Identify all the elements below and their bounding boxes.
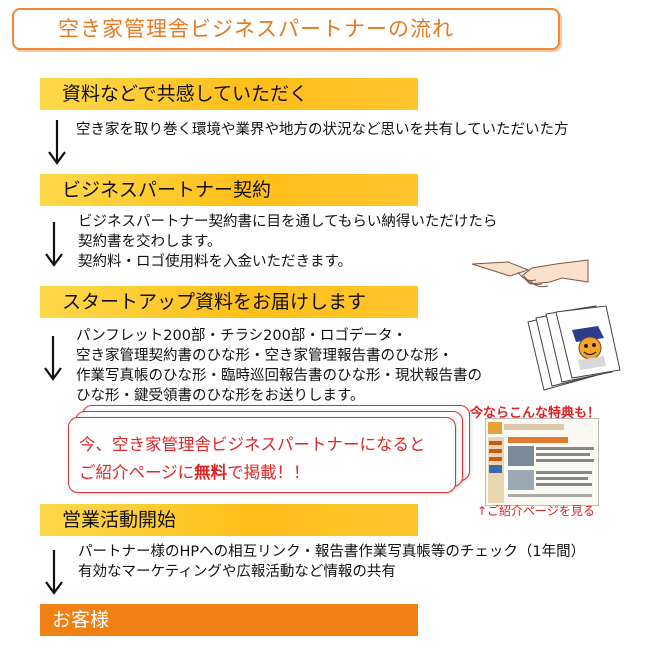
step-1-label: 資料などで共感していただく — [62, 83, 309, 105]
promo-panel: 今、空き家管理舎ビジネスパートナーになると ご紹介ページに無料で掲載！！ — [68, 405, 470, 495]
step-2-bar: ビジネスパートナー契約 — [40, 174, 418, 206]
down-arrow-icon — [45, 550, 63, 595]
step-4-label: 営業活動開始 — [62, 509, 177, 531]
handshake-icon — [471, 259, 589, 288]
step-5-bar: お客様 — [40, 604, 418, 636]
step-3-label: スタートアップ資料をお届けします — [62, 291, 367, 313]
promo-line-2: ご紹介ページに無料で掲載！！ — [79, 463, 310, 482]
webpage-thumbnail-graphic — [486, 419, 598, 505]
down-arrow-icon — [48, 120, 66, 165]
page-title: 空き家管理舎ビジネスパートナーの流れ — [58, 17, 454, 41]
step-1-description: 空き家を取り巻く環境や業界や地方の状況など思いを共有していただいた方 — [76, 122, 569, 138]
step-3-bar: スタートアップ資料をお届けします — [40, 286, 418, 318]
view-intro-page-link[interactable]: ↑ご紹介ページを見る — [477, 504, 595, 518]
promo-free-text: 無料 — [194, 463, 228, 482]
promo-line-1: 今、空き家管理舎ビジネスパートナーになると — [79, 435, 426, 454]
step-4-description: パートナー様のHPへの相互リンク・報告書作業写真帳等のチェック（1年間） 有効な… — [78, 544, 586, 580]
step-5-label: お客様 — [52, 609, 110, 631]
bonus-headline: 今ならこんな特典も！ — [470, 406, 601, 421]
down-arrow-icon — [45, 222, 63, 267]
title-box — [12, 8, 560, 50]
down-arrow-icon — [44, 336, 62, 381]
documents-icon — [527, 305, 621, 391]
promo-card-front: 今、空き家管理舎ビジネスパートナーになると ご紹介ページに無料で掲載！！ — [68, 417, 456, 493]
step-3-description: パンフレット200部・チラシ200部・ロゴデータ・ 空き家管理契約書のひな形・空… — [76, 328, 482, 404]
step-2-label: ビジネスパートナー契約 — [62, 179, 272, 201]
step-1-bar: 資料などで共感していただく — [40, 78, 418, 110]
webpage-thumbnail[interactable] — [485, 418, 599, 506]
step-4-bar: 営業活動開始 — [40, 504, 418, 536]
step-2-description: ビジネスパートナー契約書に目を通してもらい納得いただけたら 契約書を交わします。… — [78, 214, 498, 270]
